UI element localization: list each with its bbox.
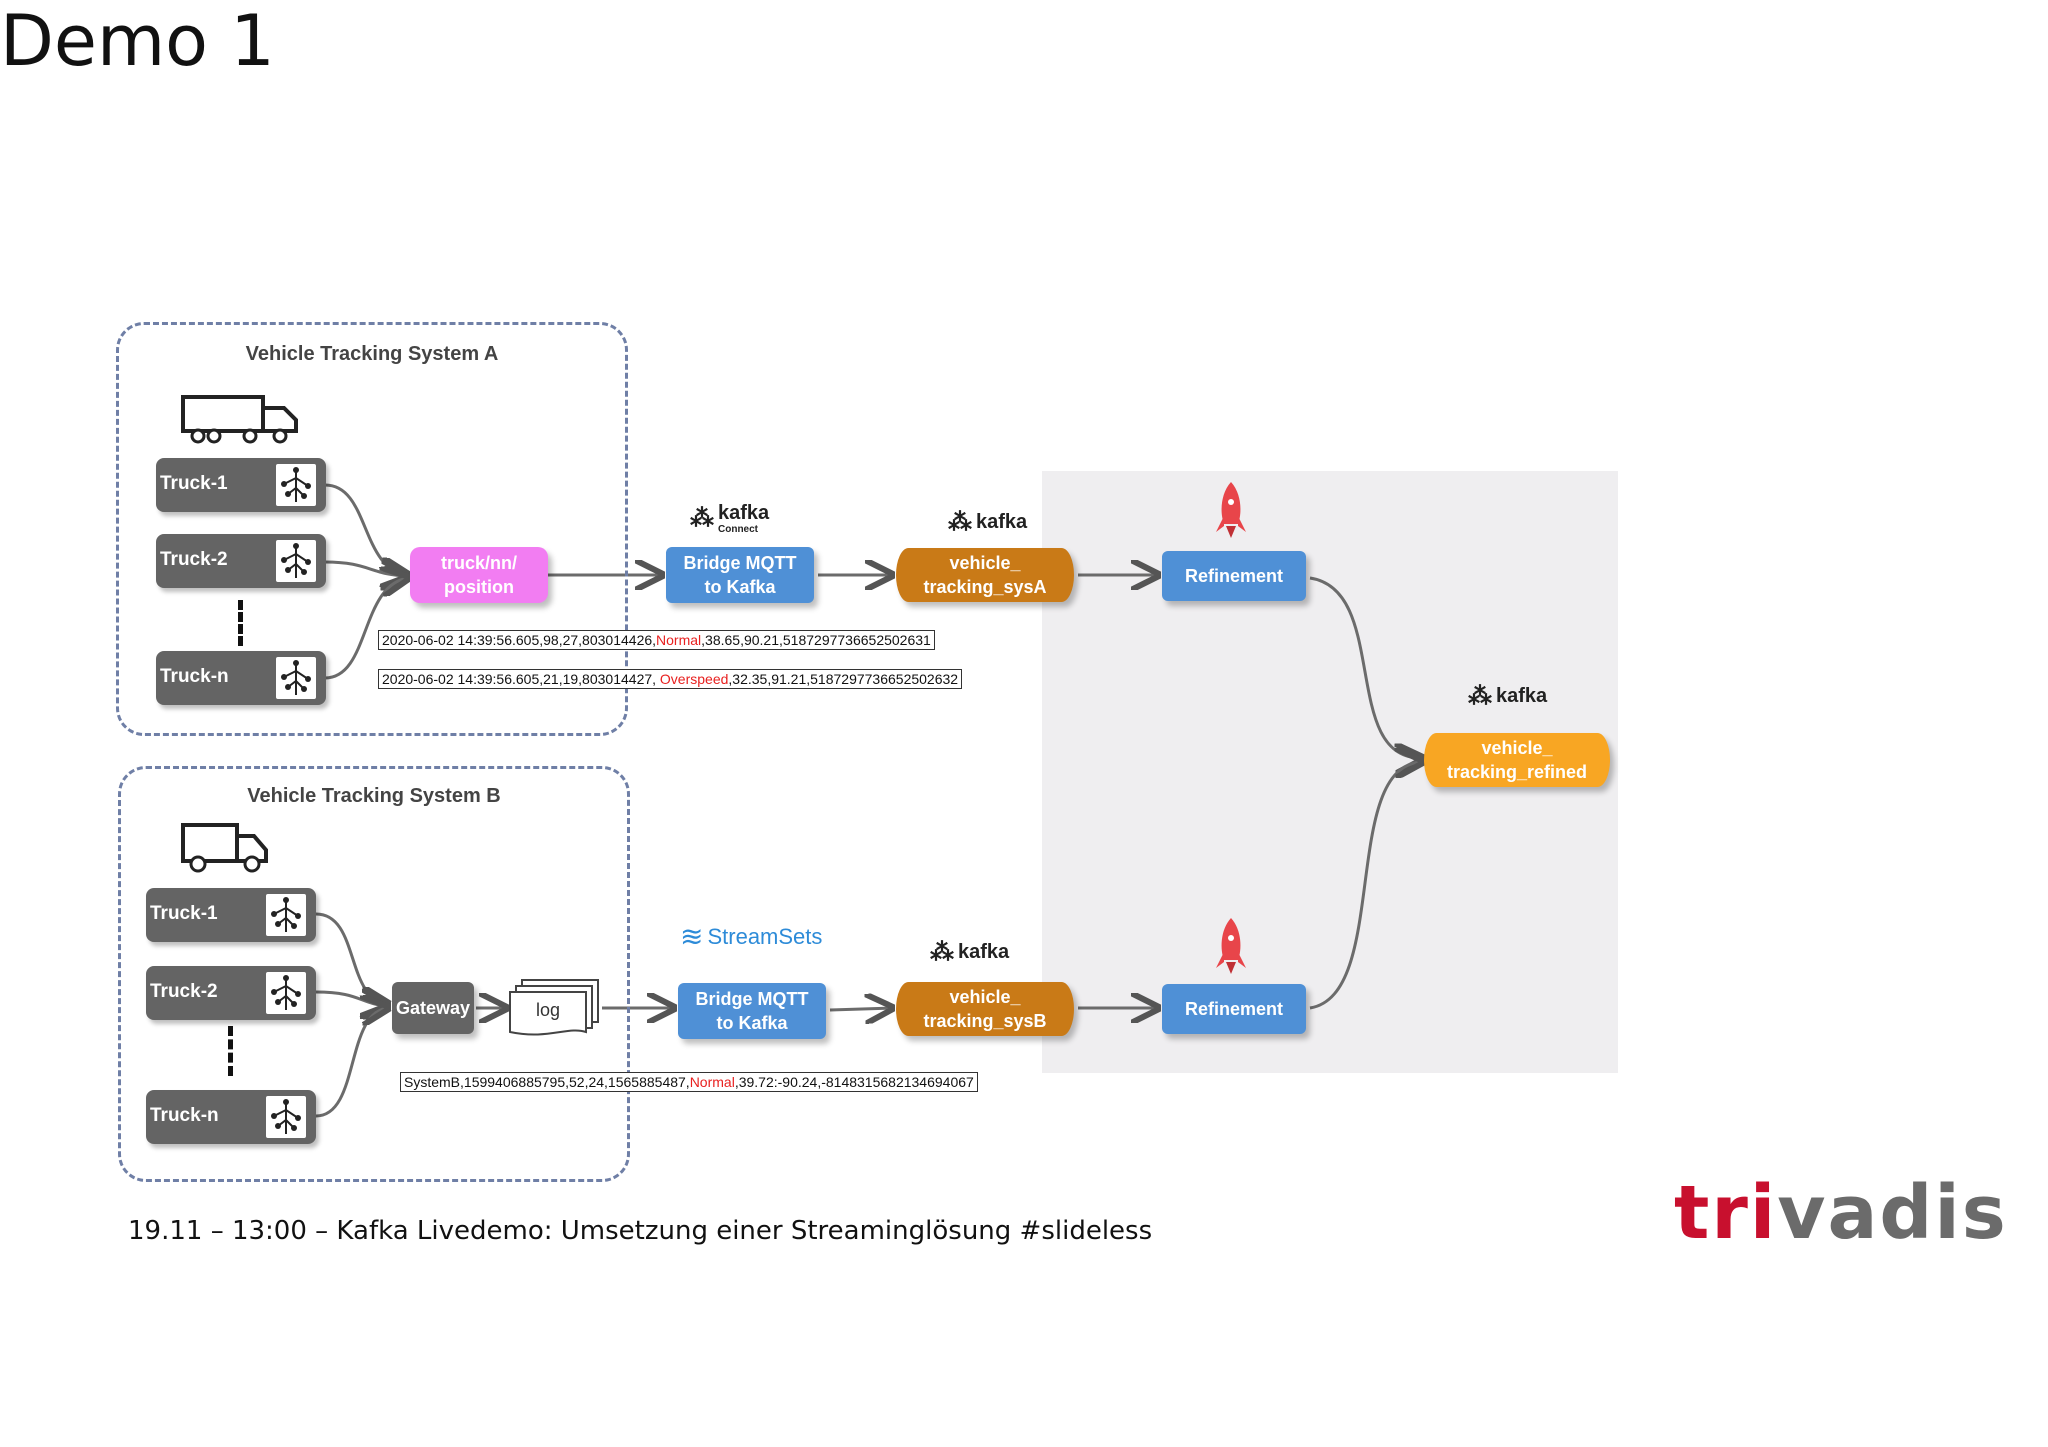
truck-label: Truck-1 — [160, 473, 228, 494]
bridge-mqtt-a: Bridge MQTT to Kafka — [666, 547, 814, 603]
sample-a2-status: Overspeed — [659, 671, 729, 687]
sample-b1-status: Normal — [689, 1074, 735, 1090]
kafka-logo-text: kafka — [1496, 685, 1548, 707]
bridge-a-line2: to Kafka — [704, 577, 776, 597]
kafka-icon: ⁂ — [1468, 683, 1492, 710]
gateway-node: Gateway — [392, 982, 474, 1034]
edge-refineb-refined — [1309, 762, 1422, 1010]
bridge-b-line1: Bridge MQTT — [695, 989, 809, 1009]
topic-refined: vehicle_ tracking_refined — [1424, 733, 1610, 787]
mqtt-topic-line2: position — [444, 577, 514, 597]
kafka-connect-sub: Connect — [718, 524, 758, 535]
truck-1-a: Truck-1 — [156, 458, 326, 512]
truck-n-b: Truck-n — [146, 1090, 316, 1144]
truck-2-a: Truck-2 — [156, 534, 326, 588]
edge-truckna-mqtt — [324, 578, 408, 680]
gateway-label: Gateway — [395, 998, 471, 1018]
edge-truckn-gateway — [315, 1008, 388, 1118]
refinement-b: Refinement — [1162, 984, 1306, 1034]
truck-2-b: Truck-2 — [146, 966, 316, 1020]
refinement-a: Refinement — [1162, 551, 1306, 601]
kafka-logo-text: kafka — [958, 941, 1010, 963]
refinement-b-label: Refinement — [1184, 999, 1283, 1019]
log-label: log — [536, 1000, 561, 1020]
kafka-logo-text: kafka — [976, 511, 1028, 533]
system-a-title: Vehicle Tracking System A — [245, 343, 499, 365]
sample-a1-status: Normal — [656, 632, 702, 648]
footer-caption: 19.11 – 13:00 – Kafka Livedemo: Umsetzun… — [128, 1216, 1153, 1246]
sample-b1-post: ,39.72:-90.24,-8148315682134694067 — [734, 1074, 974, 1090]
topic-sysB: vehicle_ tracking_sysB — [896, 982, 1074, 1036]
kafka-icon: ⁂ — [948, 509, 972, 536]
sample-record-b1: SystemB,1599406885795,52,24,1565885487,N… — [400, 1072, 978, 1092]
sensor-icon — [276, 464, 316, 506]
topic-b-line2: tracking_sysB — [923, 1011, 1047, 1031]
truck-label: Truck-n — [150, 1105, 219, 1126]
kafka-icon: ⁂ — [930, 939, 954, 966]
kafka-connect-name: kafka — [718, 502, 770, 524]
system-b-box: Vehicle Tracking System B — [118, 766, 630, 1182]
rocket-icon — [1214, 480, 1248, 545]
ellipsis-divider — [228, 1026, 238, 1076]
brand-gray-part: vadis — [1777, 1170, 2008, 1256]
ellipsis-divider — [238, 600, 248, 646]
topic-b-line1: vehicle_ — [949, 987, 1021, 1007]
sensor-icon — [276, 540, 316, 582]
mqtt-topic-line1: truck/nn/ — [440, 553, 517, 573]
truck-icon — [180, 394, 302, 449]
topic-refined-line2: tracking_refined — [1446, 762, 1588, 782]
bridge-b-line2: to Kafka — [716, 1013, 788, 1033]
sensor-icon — [266, 972, 306, 1014]
system-a-box: Vehicle Tracking System A — [116, 322, 628, 736]
kafka-connect-logo: ⁂ kafka Connect — [690, 502, 770, 535]
topic-refined-line1: vehicle_ — [1481, 738, 1553, 758]
sample-a2-post: ,32.35,91.21,5187297736652502632 — [728, 671, 959, 687]
kafka-logo-b: ⁂ kafka — [930, 938, 1009, 967]
sensor-icon — [266, 1096, 306, 1138]
brand-red-part: tri — [1674, 1170, 1778, 1256]
truck-1-b: Truck-1 — [146, 888, 316, 942]
slide-title: Demo 1 — [0, 0, 275, 82]
sample-b1-pre: SystemB,1599406885795,52,24,1565885487, — [404, 1074, 690, 1090]
streamsets-logo: ≋ StreamSets — [680, 920, 822, 953]
sample-a1-post: ,38.65,90.21,5187297736652502631 — [701, 632, 931, 648]
edge-refinea-refined — [1309, 576, 1422, 758]
topic-a-line1: vehicle_ — [949, 553, 1021, 573]
kafka-icon: ⁂ — [690, 504, 714, 532]
edge-bridgeb-topicb — [829, 1008, 892, 1010]
streamsets-name: StreamSets — [707, 923, 823, 949]
bridge-mqtt-b: Bridge MQTT to Kafka — [678, 983, 826, 1039]
kafka-logo-refined: ⁂ kafka — [1468, 682, 1547, 711]
system-b-title: Vehicle Tracking System B — [247, 785, 501, 807]
sensor-icon — [266, 894, 306, 936]
delivery-truck-icon — [180, 822, 270, 879]
streamsets-icon: ≋ — [680, 921, 704, 952]
topic-a-line2: tracking_sysA — [923, 577, 1047, 597]
rocket-icon — [1214, 916, 1248, 981]
sample-record-a2: 2020-06-02 14:39:56.605,21,19,803014427,… — [378, 669, 963, 689]
truck-n-a: Truck-n — [156, 651, 326, 705]
kafka-logo-a: ⁂ kafka — [948, 508, 1027, 537]
bridge-a-line1: Bridge MQTT — [683, 553, 797, 573]
refinement-a-label: Refinement — [1184, 566, 1283, 586]
sample-record-a1: 2020-06-02 14:39:56.605,98,27,803014426,… — [378, 630, 935, 650]
sample-a1-pre: 2020-06-02 14:39:56.605,98,27,803014426, — [382, 632, 657, 648]
log-files-icon: log — [508, 978, 604, 1045]
truck-label: Truck-1 — [150, 903, 218, 924]
truck-label: Truck-n — [160, 666, 229, 687]
trivadis-logo: trivadis — [1674, 1170, 2008, 1256]
truck-label: Truck-2 — [160, 549, 228, 570]
topic-sysA: vehicle_ tracking_sysA — [896, 548, 1074, 602]
sample-a2-pre: 2020-06-02 14:39:56.605,21,19,803014427, — [382, 671, 660, 687]
truck-label: Truck-2 — [150, 981, 218, 1002]
mqtt-topic-node: truck/nn/ position — [410, 547, 548, 603]
sensor-icon — [276, 657, 316, 699]
